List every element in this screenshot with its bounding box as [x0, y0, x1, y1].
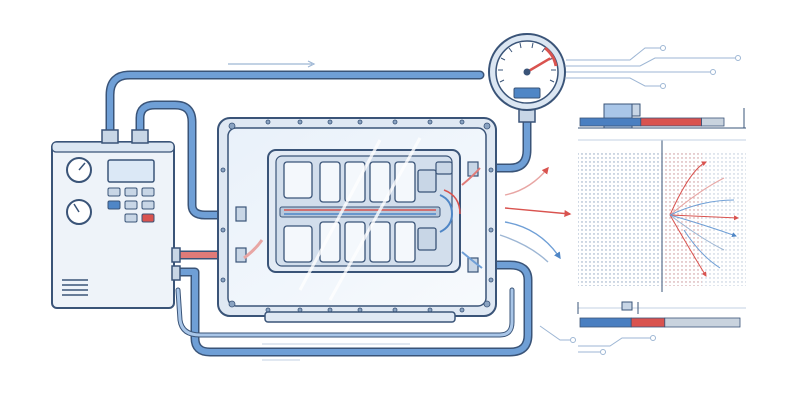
busbar [279, 206, 441, 218]
heat-flow-arrow [243, 239, 264, 260]
battery-pack-icon [267, 149, 461, 273]
dial-icon [66, 199, 92, 225]
control-button [141, 200, 155, 210]
control-buttons [107, 187, 155, 223]
control-display [107, 159, 155, 183]
signal-lines [566, 47, 735, 87]
top-bar-segment-blue [579, 117, 642, 127]
control-button [141, 213, 155, 223]
battery-cells-bottom [283, 221, 416, 263]
control-button [107, 187, 121, 197]
streamlines [669, 161, 739, 277]
gauge-red-zone [544, 46, 558, 67]
field-visualization [578, 139, 746, 292]
bottom-level-bar [577, 301, 746, 328]
glass-reflection [298, 137, 422, 301]
pipe-network [105, 70, 533, 357]
chamber-bolts [220, 119, 494, 313]
control-button [141, 187, 155, 197]
gauge-needle [525, 57, 551, 74]
bottom-bar-segment-grey [664, 317, 741, 328]
bottom-bar-segment-blue [579, 317, 632, 328]
output-flow-arrows [499, 166, 572, 263]
control-button [124, 213, 138, 223]
gauge-window [513, 87, 541, 99]
top-bar-segment-red [640, 117, 702, 127]
bottom-signal-lines [539, 325, 650, 353]
pressure-gauge-icon [488, 33, 566, 123]
bottom-marker [621, 301, 633, 311]
control-button [124, 187, 138, 197]
top-level-bar [578, 103, 746, 129]
vent-grille [62, 279, 88, 296]
control-button [107, 200, 121, 210]
top-bar-segment-grey [701, 117, 725, 127]
bar-step-marker [631, 103, 641, 117]
dial-icon [66, 157, 92, 183]
control-box-icon [51, 129, 181, 309]
bottom-bar-segment-red [630, 317, 666, 328]
control-button [124, 200, 138, 210]
